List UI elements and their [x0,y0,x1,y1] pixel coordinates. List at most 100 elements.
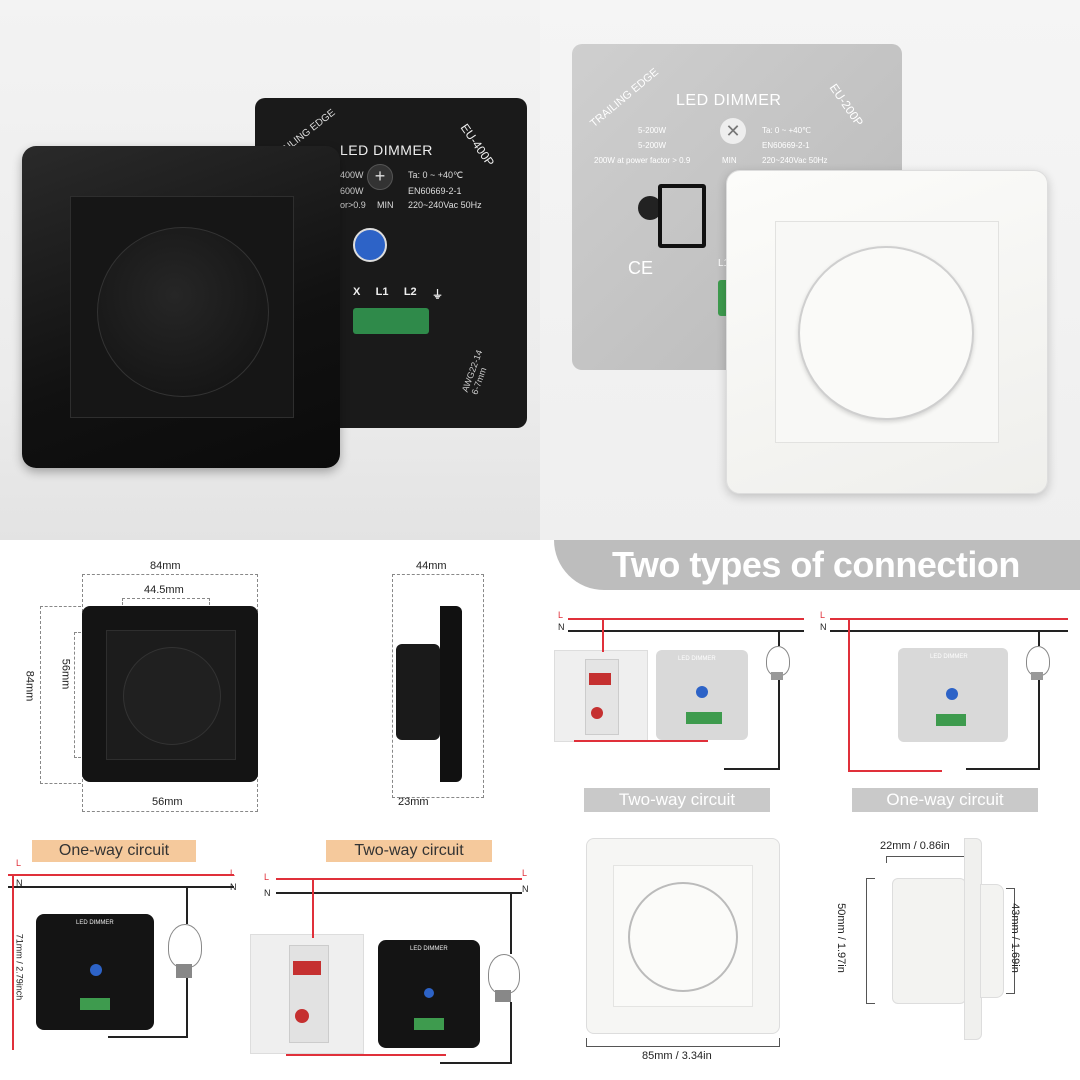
switch-rocker [289,945,329,1043]
black-dimensions-panel: 84mm 44.5mm 84mm 56mm 56mm 44mm 23mm [0,540,540,830]
dim-depth-line [886,856,968,863]
backplate-model: EU-400P [457,121,498,169]
line-l-label: L [230,868,236,878]
mini-terminal-block [414,1018,444,1030]
live-wire [8,874,234,876]
switch-to-dimmer [574,740,708,742]
mini-dimmer-title: LED DIMMER [410,946,448,952]
bulb-icon [766,646,790,676]
white-front-knob [628,882,738,992]
backplate-ta: Ta: 0 ~ +40℃ [408,170,464,180]
bulb-base [1031,672,1043,680]
bulb-drop [510,1002,512,1064]
dim-height-left: 50mm / 1.97in [834,903,847,973]
black-dimmer-inner-plate [70,196,294,418]
one-way-caption: One-way circuit [852,788,1038,812]
line-n-label: N [264,888,271,898]
neutral-drop [186,886,188,924]
backplate-model: EU-200P [826,81,867,129]
bulb-base [176,964,192,978]
spec-line2: 5-200W [638,141,667,150]
white-dimmer-front [586,838,780,1034]
white-dimmer-inner-plate [775,221,999,443]
bulb-base [495,990,511,1002]
dim-width-inner-line [122,598,210,613]
dim-height-inner: 56mm [59,658,72,690]
live-drop [848,618,850,770]
side-view-body [892,878,966,1004]
white-dimensions-panel: 85mm / 3.34in 22mm / 0.86in 50mm / 1.97i… [540,830,1080,1080]
bulb-drop [1038,680,1040,770]
bulb-drop [778,680,780,770]
backplate-watt1: 400W [340,170,364,180]
mini-dimmer: LED DIMMER [656,650,748,740]
neutral-wire [830,630,1068,632]
terminal-block [353,308,429,334]
mini-terminal-block [686,712,722,724]
connection-panel: Two types of connection L N LED DIMMER T… [540,540,1080,830]
spec-std: EN60669-2-1 [762,141,810,150]
dim-width-line [586,1038,780,1047]
bulb-drop [186,978,188,1038]
mini-dimmer-title: LED DIMMER [76,920,114,926]
white-dimmer-frame [726,170,1048,494]
dim-width: 85mm / 3.34in [642,1050,712,1062]
line-l-label: L [820,610,826,620]
line-n-label: N [522,884,529,894]
backplate-title: LED DIMMER [676,92,782,109]
backplate-slot [658,184,706,248]
switch-terminal [591,707,603,719]
neutral-drop [510,892,512,954]
dim-depth-front: 23mm [398,796,429,808]
backplate-voltage: 220~240Vac 50Hz [408,200,482,210]
terminal-label: X [353,286,361,298]
screw-icon: + [367,164,393,190]
switch-terminal [293,961,321,975]
live-wire [276,878,522,880]
bulb-icon [168,924,202,968]
adjust-knob [353,228,387,262]
ce-mark: CE [628,258,654,278]
dimmer-to-bulb [966,768,1040,770]
dim-height-total-line [40,606,81,784]
mini-knob [696,686,708,698]
line-l-label: L [264,872,270,882]
dimmer-to-bulb [440,1062,510,1064]
neutral-drop [1038,630,1040,646]
neutral-wire [276,892,522,894]
backplate-title: LED DIMMER [340,142,433,158]
mini-black-dimmer: LED DIMMER [36,914,154,1030]
dimmer-to-bulb [724,768,778,770]
black-front-knob [123,647,221,745]
terminal-label: L1 [375,286,389,298]
mini-dimmer-title: LED DIMMER [678,656,716,662]
line-l-label: L [16,858,22,868]
terminal-label: ⏚ [431,289,443,301]
bulb-icon [488,954,520,994]
dimmer-to-bulb [108,1036,186,1038]
dim-width-total: 84mm [150,560,181,572]
screw-icon: ✕ [720,118,746,144]
backplate-pf: or>0.9 [340,200,366,210]
connection-heading: Two types of connection [612,544,1020,585]
mini-dimmer-title: LED DIMMER [930,654,968,660]
line-n-label: N [16,878,23,888]
dim-width-inner: 44.5mm [144,584,184,596]
line-n-label: N [558,622,565,632]
spec-min: MIN [722,156,737,165]
white-dimmer-knob [798,246,974,420]
mini-dimmer: LED DIMMER [898,648,1008,742]
backplate-std: EN60669-2-1 [408,186,462,196]
mini-black-dimmer: LED DIMMER [378,940,480,1048]
live-drop [312,878,314,938]
diagram-one-way: L N LED DIMMER [818,606,1068,806]
bulb-icon [1026,646,1050,676]
black-dimmer-photo-panel: TRAILING EDGE LED DIMMER EU-400P + 400W … [0,0,540,540]
dim-depth-line [392,574,484,798]
switch-to-dimmer [286,1054,446,1056]
dim-depth-total: 44mm [416,560,447,572]
black-dimmer-frame [22,146,340,468]
white-dimmer-photo-panel: TRAILING EDGE LED DIMMER EU-200P ✕ 5-200… [540,0,1080,540]
spec-ta: Ta: 0 ~ +40℃ [762,126,812,135]
line-l-label: L [558,610,564,620]
